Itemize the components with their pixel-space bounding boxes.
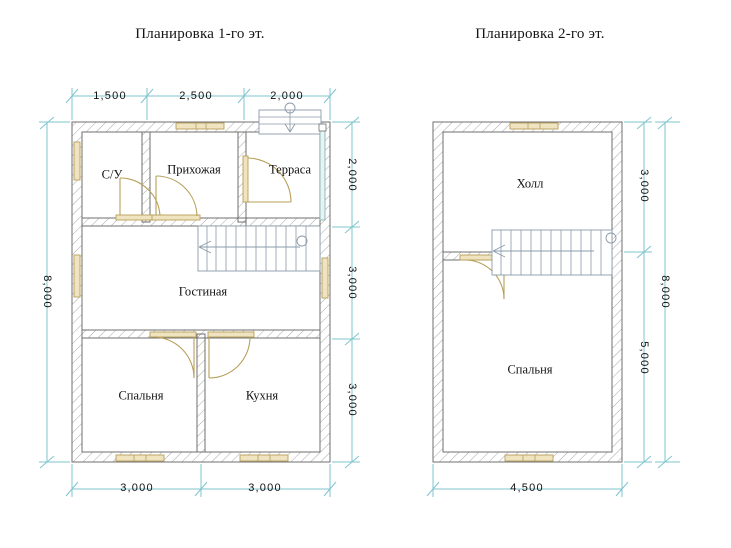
- dim-f1-top-2: 2,500: [179, 90, 213, 102]
- floor-1-terrace-railing: [318, 123, 327, 221]
- floor-1-entry-steps: [258, 102, 322, 135]
- room-label-spalnya-2: Спальня: [507, 362, 553, 377]
- dim-f1-bottom-2: 3,000: [248, 482, 282, 494]
- dim-f2-bottom-1: 4,500: [510, 482, 544, 494]
- door-terrasa: [242, 155, 292, 203]
- dim-f1-left-1: 8,000: [41, 275, 53, 309]
- room-label-gostinaya: Гостиная: [178, 284, 228, 299]
- dim-f1-right-1: 2,000: [346, 158, 358, 192]
- dim-f1-right-2: 3,000: [346, 266, 358, 300]
- floor-2-dimensions: [426, 116, 680, 497]
- floor-2-windows: [504, 122, 559, 462]
- floor-1-stairs: [197, 225, 321, 272]
- door-prihozhaya: [151, 175, 201, 221]
- door-kuhnya: [207, 331, 255, 379]
- dim-f1-top-3: 2,000: [270, 90, 304, 102]
- floor-2-exterior-walls: [432, 121, 623, 463]
- room-label-kuhnya: Кухня: [245, 388, 279, 403]
- room-label-terrasa: Терраса: [268, 162, 312, 177]
- room-label-su: С/У: [101, 167, 123, 182]
- dim-f2-right-inner-2: 5,000: [638, 341, 650, 375]
- dim-f2-right-inner-1: 3,000: [638, 169, 650, 203]
- dim-f1-top-1: 1,500: [93, 90, 127, 102]
- floor-1-title: Планировка 1-го эт.: [135, 26, 265, 42]
- door-spalnya-1: [149, 331, 197, 379]
- floor-2-title: Планировка 2-го эт.: [475, 26, 605, 42]
- dim-f1-right-3: 3,000: [346, 383, 358, 417]
- floor-2-geometry: [426, 116, 680, 497]
- door-su: [115, 177, 165, 221]
- room-label-holl: Холл: [516, 176, 544, 191]
- floor-1-geometry: [39, 88, 360, 497]
- floor-1-dimensions: [39, 88, 360, 497]
- room-label-prihozhaya: Прихожая: [167, 162, 221, 177]
- dim-f1-bottom-1: 3,000: [120, 482, 154, 494]
- room-label-spalnya-1: Спальня: [118, 388, 164, 403]
- floor-1-interior-walls: [81, 131, 321, 453]
- floor-2-stairs: [491, 229, 617, 276]
- dim-f2-right-outer-1: 8,000: [659, 275, 671, 309]
- floor-1-windows: [73, 122, 329, 462]
- floor-1-doors: [115, 155, 292, 379]
